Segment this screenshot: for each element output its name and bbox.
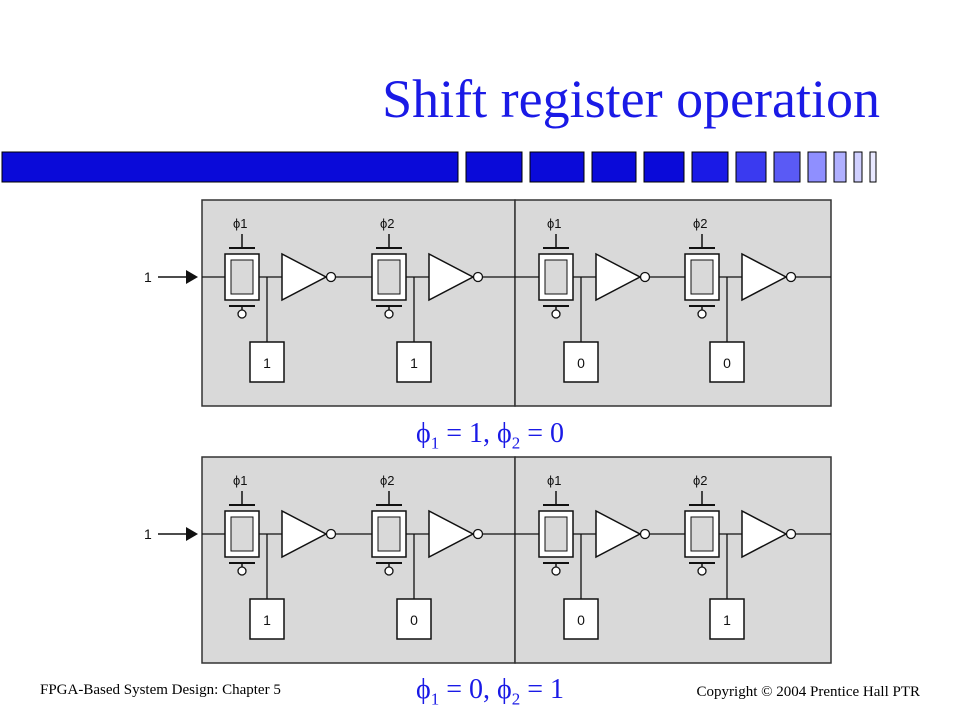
inverter-bubble [785,528,797,540]
slide-title: Shift register operation [382,69,880,129]
inverted-gate-bubble [697,566,707,576]
inverter-bubble [325,528,337,540]
transistor-channel [544,516,568,552]
phase-caption-2: ϕ1 = 0, ϕ2 = 1 [415,674,565,709]
storage-value-box [396,598,432,640]
phase-label: ϕ1 [233,216,248,231]
inverted-gate-bubble [697,309,707,319]
transistor-channel [690,259,714,295]
inverted-gate-bubble [237,566,247,576]
storage-value: 1 [263,355,271,371]
storage-value-box [709,598,745,640]
stage-panel [514,199,832,407]
storage-value-box [709,341,745,383]
phase-caption-1: ϕ1 = 1, ϕ2 = 0 [415,418,565,453]
phase-label: ϕ1 [233,473,248,488]
footer-chapter: FPGA-Based System Design: Chapter 5 [40,682,281,698]
inverted-gate-bubble [384,566,394,576]
inverter-bubble [472,271,484,283]
stage-panel [514,456,832,664]
inverter [281,252,328,302]
storage-value: 1 [410,355,418,371]
inverter [281,509,328,559]
transistor-channel [544,259,568,295]
transistor-channel [230,259,254,295]
storage-value-box [396,341,432,383]
storage-value: 0 [577,355,585,371]
footer-copyright: Copyright © 2004 Prentice Hall PTR [696,684,920,700]
phase-label: ϕ2 [380,216,395,231]
input-label: 1 [144,526,152,542]
input-label: 1 [144,269,152,285]
inverter [428,252,475,302]
storage-value: 0 [410,612,418,628]
transistor-channel [377,259,401,295]
inverter-bubble [325,271,337,283]
inverter-bubble [472,528,484,540]
transistor-channel [230,516,254,552]
transistor-channel [377,516,401,552]
input-arrow [186,527,198,541]
phase-label: ϕ1 [547,216,562,231]
storage-value: 1 [723,612,731,628]
storage-value: 0 [577,612,585,628]
transistor-channel [690,516,714,552]
inverter [595,509,642,559]
decorative-bar [1,151,877,183]
inverter-bubble [785,271,797,283]
input-arrow [186,270,198,284]
storage-value-box [563,341,599,383]
inverter-bubble [639,528,651,540]
phase-label: ϕ2 [693,473,708,488]
phase-label: ϕ2 [380,473,395,488]
inverter [428,509,475,559]
storage-value-box [249,598,285,640]
inverted-gate-bubble [551,309,561,319]
inverted-gate-bubble [384,309,394,319]
storage-value-box [563,598,599,640]
phase-label: ϕ2 [693,216,708,231]
storage-value-box [249,341,285,383]
inverter [741,509,788,559]
inverted-gate-bubble [237,309,247,319]
inverter-bubble [639,271,651,283]
storage-value: 0 [723,355,731,371]
shift-register-diagram-1: 1 ϕ1 1 ϕ2 1 ϕ1 0 ϕ2 0 [144,199,832,407]
inverter [741,252,788,302]
stage-panel [201,456,516,664]
inverter [595,252,642,302]
shift-register-diagram-2: 1 ϕ1 1 ϕ2 0 ϕ1 0 ϕ2 1 [144,456,832,664]
stage-panel [201,199,516,407]
storage-value: 1 [263,612,271,628]
inverted-gate-bubble [551,566,561,576]
phase-label: ϕ1 [547,473,562,488]
